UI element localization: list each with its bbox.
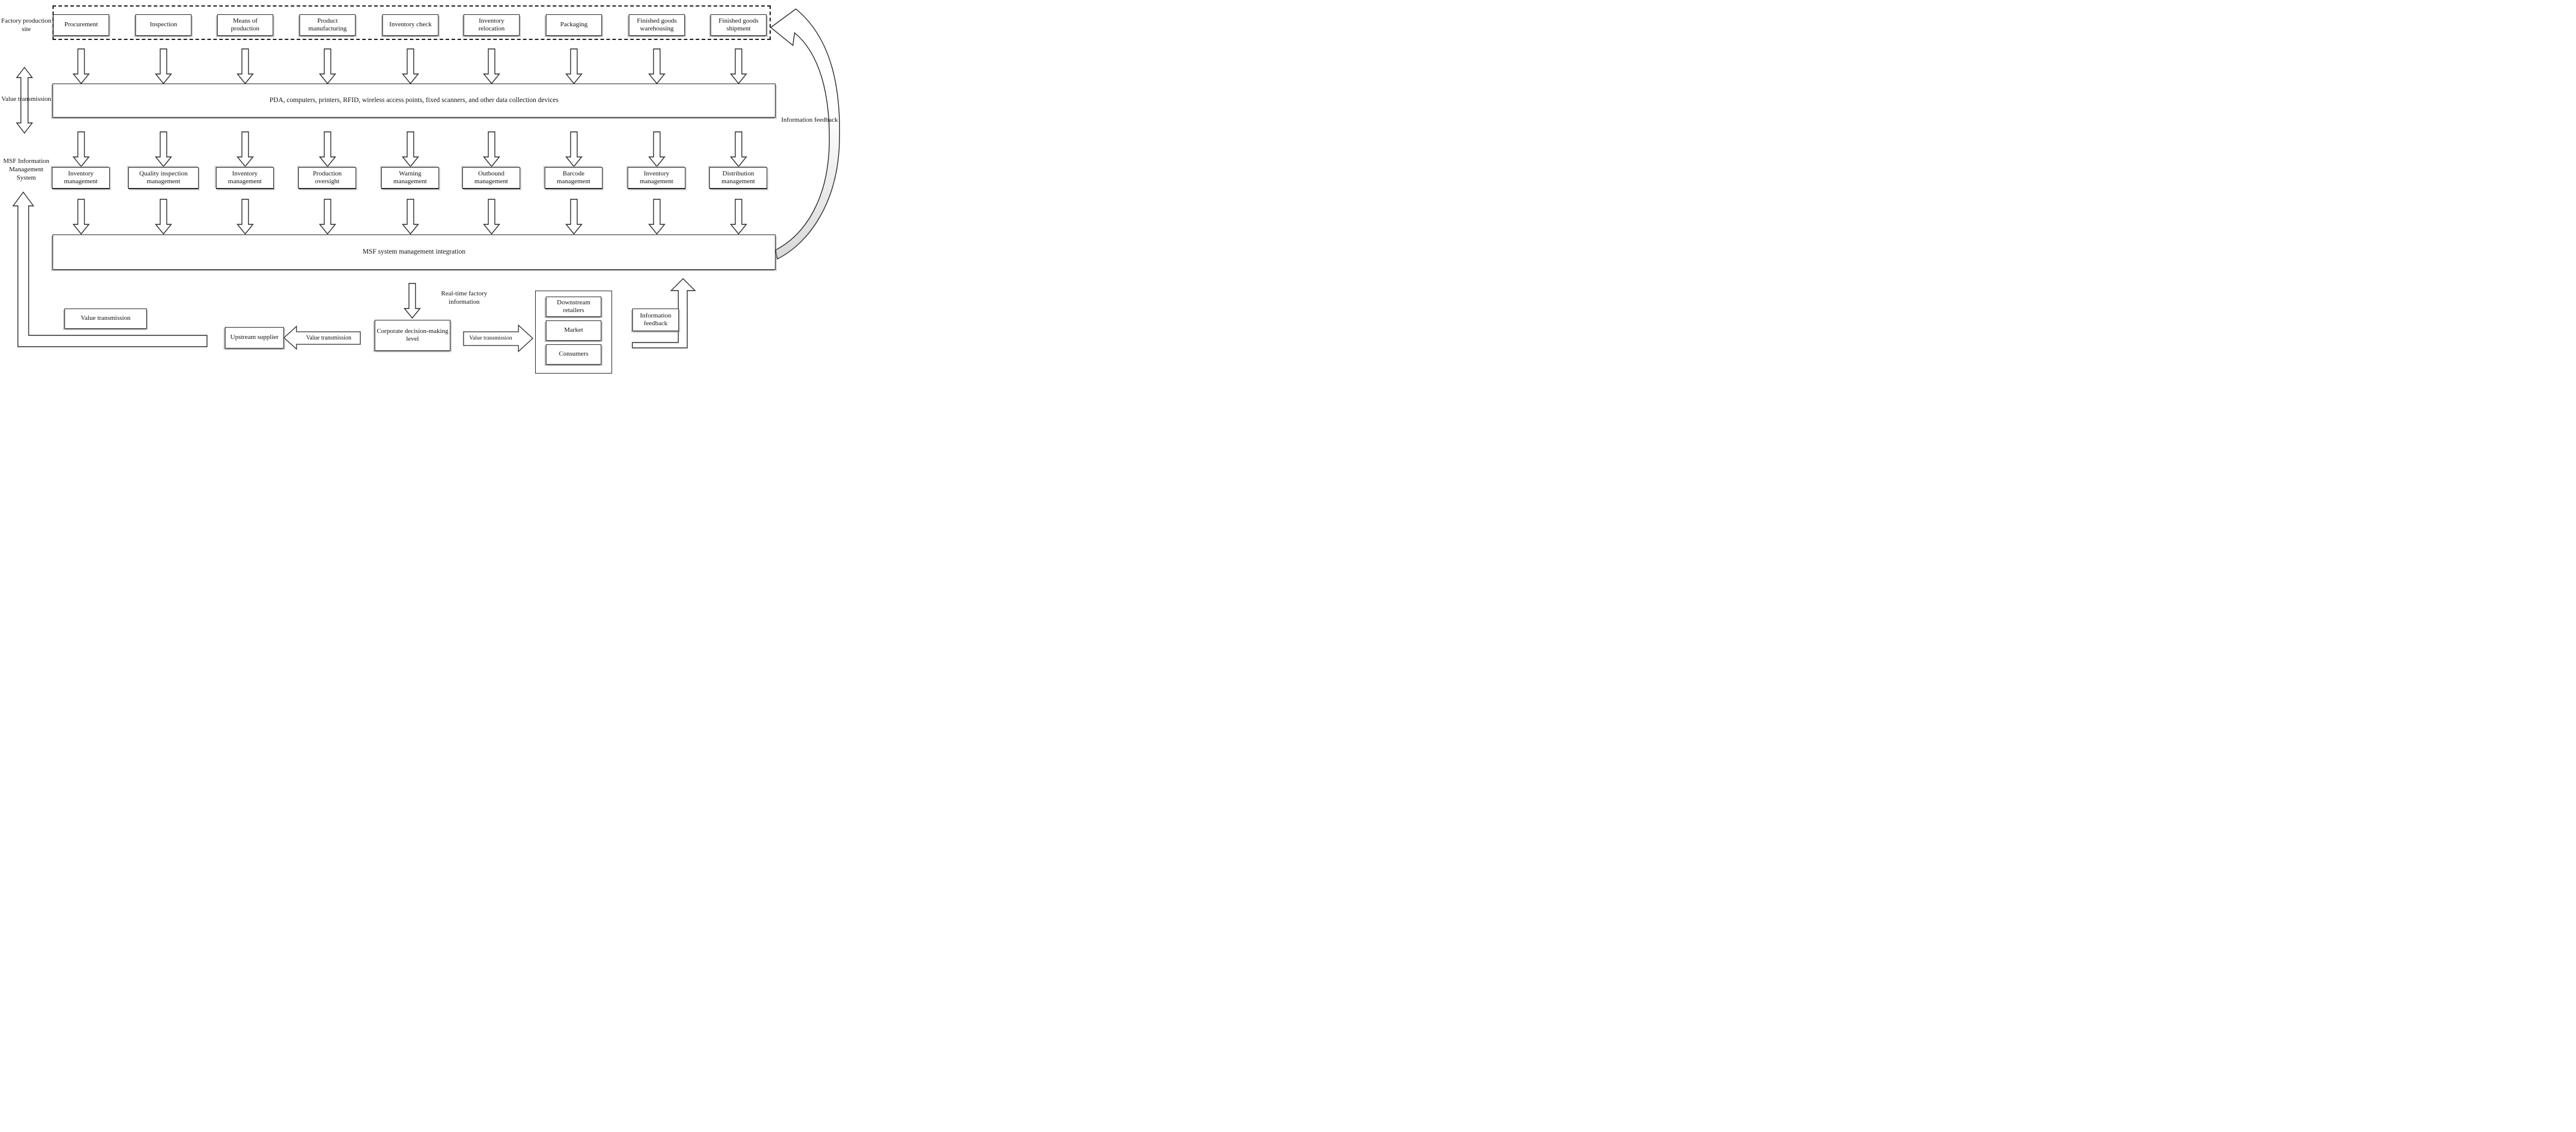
device-layer-label: PDA, computers, printers, RFID, wireless… [269, 97, 559, 104]
box-label: Market [564, 326, 583, 334]
down-arrow-icon [566, 48, 582, 84]
box-label: Inventory relocation [478, 17, 505, 32]
down-arrow-icon [566, 199, 582, 235]
down-arrow-icon [237, 131, 254, 167]
box-label: Means of production [231, 17, 260, 32]
down-arrow-icon [319, 199, 336, 235]
process-box-means-of-production: Means of production [217, 14, 273, 36]
down-arrow-icon [155, 48, 172, 84]
down-arrow-icon [73, 199, 89, 235]
value-to-supplier-arrow-label: Value transmission [306, 335, 351, 341]
feedback-curve-arrow-icon [770, 8, 841, 260]
downstream-retailers-box: Downstream retailers [546, 297, 601, 317]
box-label: Quality inspection management [139, 169, 188, 185]
box-label: Outbound management [474, 169, 508, 185]
box-label: Finished goods shipment [718, 17, 759, 32]
information-feedback-box: Information feedback [632, 309, 679, 331]
integration-layer-label: MSF system management integration [362, 248, 466, 256]
box-label: Upstream supplier [230, 334, 279, 341]
box-label: Inventory management [64, 169, 98, 185]
down-arrow-icon [237, 48, 254, 84]
box-label: Inventory management [640, 169, 674, 185]
process-box-finished-goods-warehousing: Finished goods warehousing [629, 14, 685, 36]
factory-site-label: Factory production site [1, 17, 52, 33]
down-arrow-icon [402, 131, 419, 167]
value-transmission-box: Value transmission [64, 309, 147, 329]
real-time-info-label: Real-time factory information [441, 289, 487, 306]
box-label: Inventory management [228, 169, 262, 185]
down-arrow-icon [402, 48, 419, 84]
box-label: Packaging [560, 21, 588, 29]
box-label: Finished goods warehousing [637, 17, 677, 32]
process-box-inventory-relocation: Inventory relocation [464, 14, 520, 36]
down-arrow-icon [730, 199, 747, 235]
information-feedback-label: Information feedback [781, 116, 838, 124]
process-box-procurement: Procurement [53, 14, 109, 36]
down-arrow-icon [483, 199, 500, 235]
down-arrow-icon [648, 48, 665, 84]
module-box-quality-inspection-management: Quality inspection management [128, 167, 199, 189]
module-box-barcode-management: Barcode management [545, 167, 603, 189]
process-box-inspection: Inspection [135, 14, 191, 36]
down-arrow-icon [730, 131, 747, 167]
device-layer-box: PDA, computers, printers, RFID, wireless… [52, 84, 776, 118]
box-label: Inventory check [389, 21, 432, 29]
box-label: Procurement [64, 21, 98, 29]
down-arrow-icon [155, 131, 172, 167]
down-arrow-icon [566, 131, 582, 167]
market-box: Market [546, 320, 601, 341]
down-arrow-icon [648, 199, 665, 235]
consumers-box: Consumers [546, 344, 601, 365]
process-box-finished-goods-shipment: Finished goods shipment [711, 14, 767, 36]
down-arrow-icon [483, 48, 500, 84]
box-label: Downstream retailers [557, 298, 591, 314]
box-label: Corporate decision-making level [376, 327, 449, 343]
process-box-packaging: Packaging [546, 14, 602, 36]
module-box-inventory-management-3: Inventory management [628, 167, 685, 189]
module-box-inventory-management-1: Inventory management [52, 167, 110, 189]
down-arrow-icon [404, 283, 421, 319]
corporate-decision-box: Corporate decision-making level [375, 320, 450, 351]
module-box-distribution-management: Distribution management [709, 167, 767, 189]
down-arrow-icon [73, 48, 89, 84]
box-label: Inspection [150, 21, 177, 29]
down-arrow-icon [237, 199, 254, 235]
down-arrow-icon [730, 48, 747, 84]
box-label: Value transmission [81, 314, 131, 322]
box-label: Warning management [393, 169, 427, 185]
upstream-supplier-box: Upstream supplier [225, 327, 284, 348]
module-box-warning-management: Warning management [381, 167, 439, 189]
module-box-inventory-management-2: Inventory management [216, 167, 274, 189]
msf-system-label: MSF Information Management System [3, 157, 50, 182]
down-arrow-icon [483, 131, 500, 167]
process-box-inventory-check: Inventory check [382, 14, 438, 36]
value-transmission-label: Value transmission [1, 95, 51, 103]
down-arrow-icon [73, 131, 89, 167]
module-box-outbound-management: Outbound management [462, 167, 520, 189]
box-label: Consumers [558, 350, 589, 358]
box-label: Distribution management [721, 169, 755, 185]
down-arrow-icon [648, 131, 665, 167]
diagram-canvas: Factory production site Value transmissi… [0, 0, 859, 378]
integration-layer-box: MSF system management integration [52, 235, 776, 270]
down-arrow-icon [319, 131, 336, 167]
box-label: Product manufacturing [308, 17, 347, 32]
box-label: Information feedback [640, 311, 672, 327]
box-label: Production oversight [313, 169, 342, 185]
box-label: Barcode management [557, 169, 591, 185]
value-to-market-arrow-label: Value transmission [469, 335, 512, 341]
down-arrow-icon [402, 199, 419, 235]
module-box-production-oversight: Production oversight [298, 167, 356, 189]
down-arrow-icon [319, 48, 336, 84]
process-box-product-manufacturing: Product manufacturing [299, 14, 356, 36]
down-arrow-icon [155, 199, 172, 235]
